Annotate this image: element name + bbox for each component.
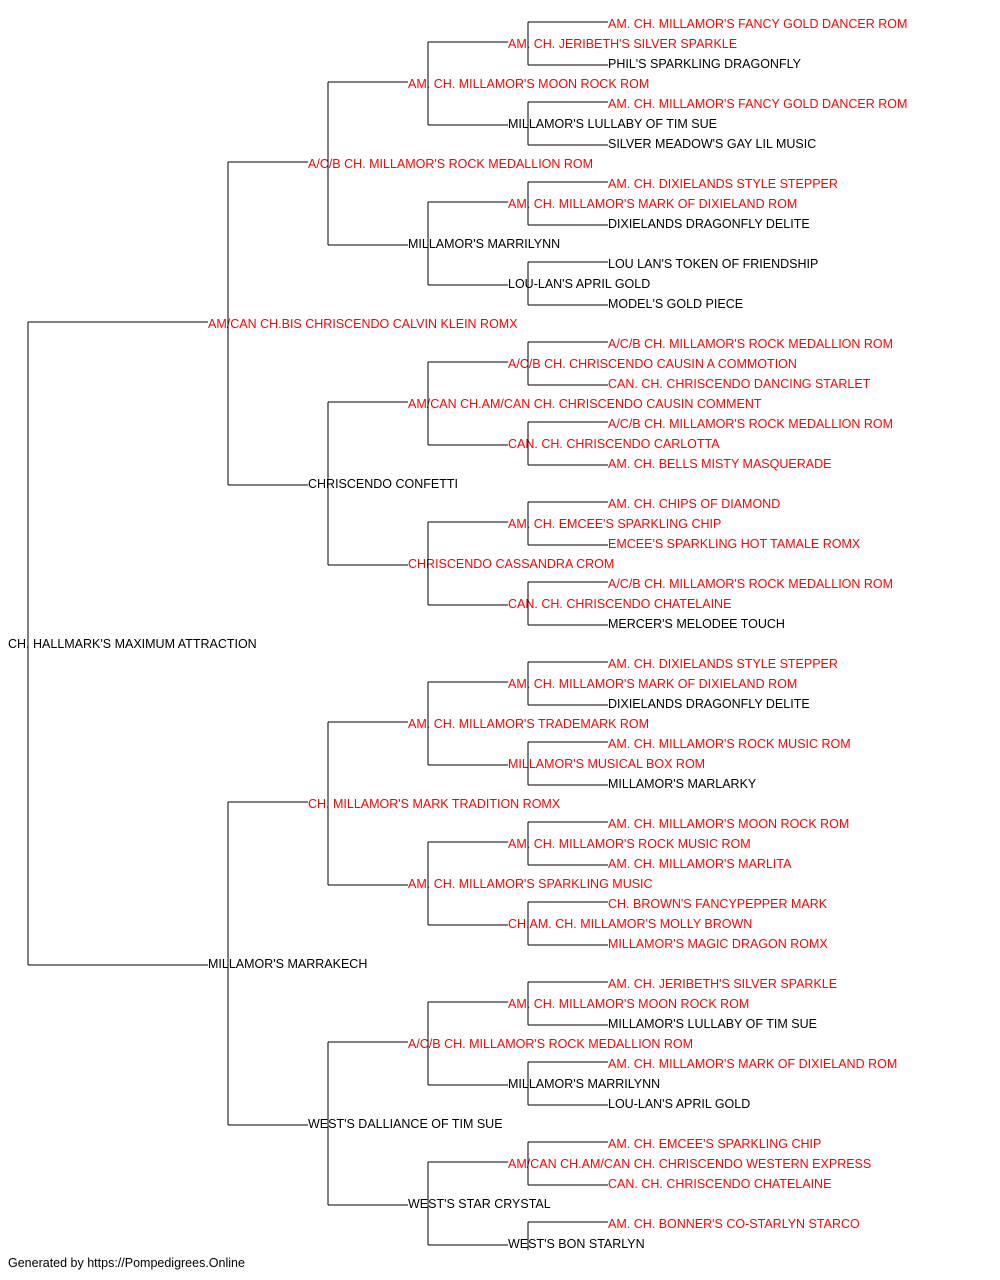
great-great-great-grandparent-name: LOU LAN'S TOKEN OF FRIENDSHIP bbox=[608, 257, 818, 271]
great-grandparent-name: AM. CH. MILLAMOR'S MOON ROCK ROM bbox=[408, 77, 649, 91]
great-grandparent-name: WEST'S STAR CRYSTAL bbox=[408, 1197, 551, 1211]
great-great-great-grandparent-name: AM. CH. MILLAMOR'S FANCY GOLD DANCER ROM bbox=[608, 17, 907, 31]
subject-name: CH. HALLMARK'S MAXIMUM ATTRACTION bbox=[8, 637, 257, 651]
great-grandparent-name: A/C/B CH. MILLAMOR'S ROCK MEDALLION ROM bbox=[408, 1037, 693, 1051]
great-great-great-grandparent-name: AM. CH. MILLAMOR'S MARLITA bbox=[608, 857, 792, 871]
great-great-grandparent-name: AM/CAN CH.AM/CAN CH. CHRISCENDO WESTERN … bbox=[508, 1157, 871, 1171]
great-great-great-grandparent-name: MILLAMOR'S MARLARKY bbox=[608, 777, 757, 791]
grandparent-name: CHRISCENDO CONFETTI bbox=[308, 477, 458, 491]
great-great-great-grandparent-name: AM. CH. MILLAMOR'S FANCY GOLD DANCER ROM bbox=[608, 97, 907, 111]
great-great-grandparent-name: A/C/B CH. CHRISCENDO CAUSIN A COMMOTION bbox=[508, 357, 797, 371]
great-grandparent-name: AM/CAN CH.AM/CAN CH. CHRISCENDO CAUSIN C… bbox=[408, 397, 762, 411]
great-great-grandparent-name: MILLAMOR'S LULLABY OF TIM SUE bbox=[508, 117, 717, 131]
great-grandparent-name: AM. CH. MILLAMOR'S SPARKLING MUSIC bbox=[408, 877, 653, 891]
great-great-grandparent-name: CAN. CH. CHRISCENDO CHATELAINE bbox=[508, 597, 731, 611]
grandparent-name: CH. MILLAMOR'S MARK TRADITION ROMX bbox=[308, 797, 561, 811]
parent-name: MILLAMOR'S MARRAKECH bbox=[208, 957, 367, 971]
great-great-great-grandparent-name: EMCEE'S SPARKLING HOT TAMALE ROMX bbox=[608, 537, 861, 551]
great-grandparent-name: CHRISCENDO CASSANDRA CROM bbox=[408, 557, 614, 571]
great-great-grandparent-name: CAN. CH. CHRISCENDO CARLOTTA bbox=[508, 437, 720, 451]
great-great-great-grandparent-name: DIXIELANDS DRAGONFLY DELITE bbox=[608, 697, 810, 711]
great-great-grandparent-name: AM. CH. JERIBETH'S SILVER SPARKLE bbox=[508, 37, 737, 51]
great-great-great-grandparent-name: SILVER MEADOW'S GAY LIL MUSIC bbox=[608, 137, 816, 151]
great-great-grandparent-name: MILLAMOR'S MUSICAL BOX ROM bbox=[508, 757, 705, 771]
great-great-great-grandparent-name: MERCER'S MELODEE TOUCH bbox=[608, 617, 785, 631]
parent-name: AM/CAN CH.BIS CHRISCENDO CALVIN KLEIN RO… bbox=[208, 317, 518, 331]
pedigree-tree: CH. HALLMARK'S MAXIMUM ATTRACTION AM/CAN … bbox=[8, 17, 907, 1250]
grandparent-name: WEST'S DALLIANCE OF TIM SUE bbox=[308, 1117, 503, 1131]
great-great-grandparent-name: AM. CH. MILLAMOR'S MARK OF DIXIELAND ROM bbox=[508, 677, 797, 691]
great-great-great-grandparent-name: AM. CH. MILLAMOR'S ROCK MUSIC ROM bbox=[608, 737, 851, 751]
great-great-grandparent-name: AM. CH. MILLAMOR'S MOON ROCK ROM bbox=[508, 997, 749, 1011]
great-great-grandparent-name: WEST'S BON STARLYN bbox=[508, 1237, 645, 1250]
great-great-grandparent-name: AM. CH. MILLAMOR'S MARK OF DIXIELAND ROM bbox=[508, 197, 797, 211]
great-great-great-grandparent-name: A/C/B CH. MILLAMOR'S ROCK MEDALLION ROM bbox=[608, 577, 893, 591]
great-great-grandparent-name: MILLAMOR'S MARRILYNN bbox=[508, 1077, 660, 1091]
great-great-grandparent-name: CH.AM. CH. MILLAMOR'S MOLLY BROWN bbox=[508, 917, 752, 931]
great-great-great-grandparent-name: DIXIELANDS DRAGONFLY DELITE bbox=[608, 217, 810, 231]
great-great-great-grandparent-name: AM. CH. MILLAMOR'S MOON ROCK ROM bbox=[608, 817, 849, 831]
great-great-great-grandparent-name: AM. CH. EMCEE'S SPARKLING CHIP bbox=[608, 1137, 821, 1151]
great-great-grandparent-name: AM. CH. EMCEE'S SPARKLING CHIP bbox=[508, 517, 721, 531]
great-great-great-grandparent-name: MILLAMOR'S LULLABY OF TIM SUE bbox=[608, 1017, 817, 1031]
great-great-great-grandparent-name: A/C/B CH. MILLAMOR'S ROCK MEDALLION ROM bbox=[608, 417, 893, 431]
great-great-great-grandparent-name: LOU-LAN'S APRIL GOLD bbox=[608, 1097, 750, 1111]
grandparent-name: A/C/B CH. MILLAMOR'S ROCK MEDALLION ROM bbox=[308, 157, 593, 171]
great-great-great-grandparent-name: CAN. CH. CHRISCENDO DANCING STARLET bbox=[608, 377, 871, 391]
great-great-great-grandparent-name: CH. BROWN'S FANCYPEPPER MARK bbox=[608, 897, 828, 911]
great-great-great-grandparent-name: CAN. CH. CHRISCENDO CHATELAINE bbox=[608, 1177, 831, 1191]
great-grandparent-name: AM. CH. MILLAMOR'S TRADEMARK ROM bbox=[408, 717, 649, 731]
great-great-great-grandparent-name: AM. CH. BELLS MISTY MASQUERADE bbox=[608, 457, 831, 471]
great-great-great-grandparent-name: A/C/B CH. MILLAMOR'S ROCK MEDALLION ROM bbox=[608, 337, 893, 351]
great-great-great-grandparent-name: MODEL'S GOLD PIECE bbox=[608, 297, 743, 311]
great-great-great-grandparent-name: AM. CH. DIXIELANDS STYLE STEPPER bbox=[608, 177, 838, 191]
great-great-great-grandparent-name: AM. CH. DIXIELANDS STYLE STEPPER bbox=[608, 657, 838, 671]
great-great-great-grandparent-name: PHIL'S SPARKLING DRAGONFLY bbox=[608, 57, 802, 71]
great-great-great-grandparent-name: AM. CH. JERIBETH'S SILVER SPARKLE bbox=[608, 977, 837, 991]
great-great-grandparent-name: LOU-LAN'S APRIL GOLD bbox=[508, 277, 650, 291]
great-great-great-grandparent-name: AM. CH. CHIPS OF DIAMOND bbox=[608, 497, 780, 511]
great-great-great-grandparent-name: AM. CH. MILLAMOR'S MARK OF DIXIELAND ROM bbox=[608, 1057, 897, 1071]
great-great-great-grandparent-name: AM. CH. BONNER'S CO-STARLYN STARCO bbox=[608, 1217, 860, 1231]
generated-by-footer: Generated by https://Pompedigrees.Online bbox=[8, 1256, 245, 1270]
great-great-great-grandparent-name: MILLAMOR'S MAGIC DRAGON ROMX bbox=[608, 937, 828, 951]
great-great-grandparent-name: AM. CH. MILLAMOR'S ROCK MUSIC ROM bbox=[508, 837, 751, 851]
great-grandparent-name: MILLAMOR'S MARRILYNN bbox=[408, 237, 560, 251]
